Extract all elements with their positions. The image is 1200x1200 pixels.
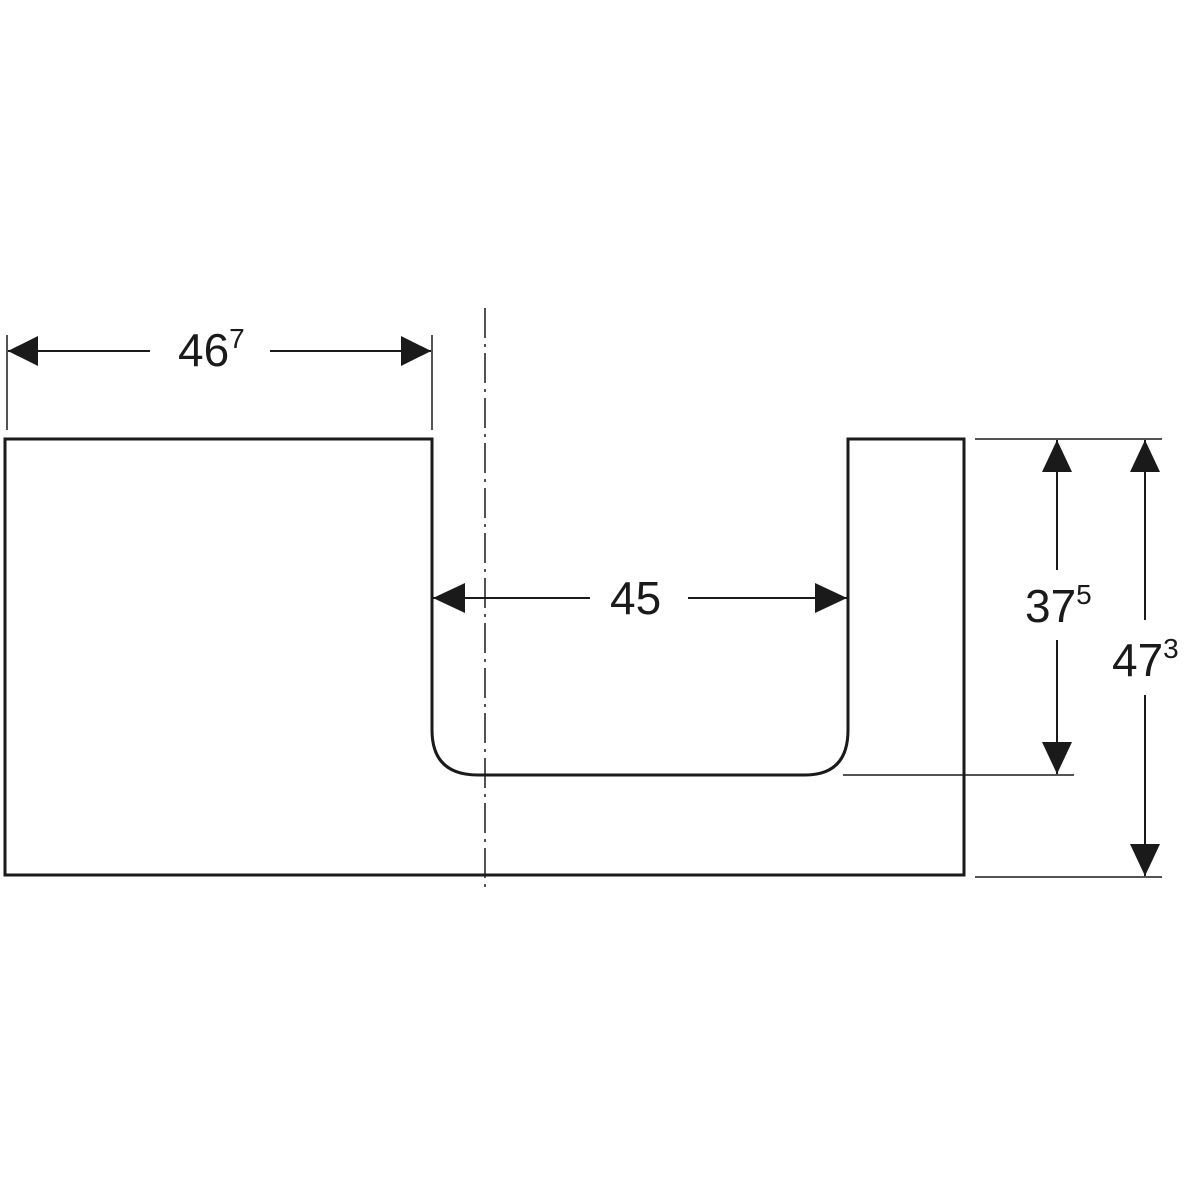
- arrowheads: [8, 336, 1160, 876]
- dim-label-opening-width: 45: [610, 572, 661, 624]
- extension-lines: [6, 335, 1162, 878]
- object-outline: [3, 437, 966, 877]
- dim-label-left-width: 467: [178, 323, 245, 376]
- dim-label-total-height: 473: [1112, 633, 1179, 686]
- dim-label-inner-height: 375: [1025, 579, 1092, 632]
